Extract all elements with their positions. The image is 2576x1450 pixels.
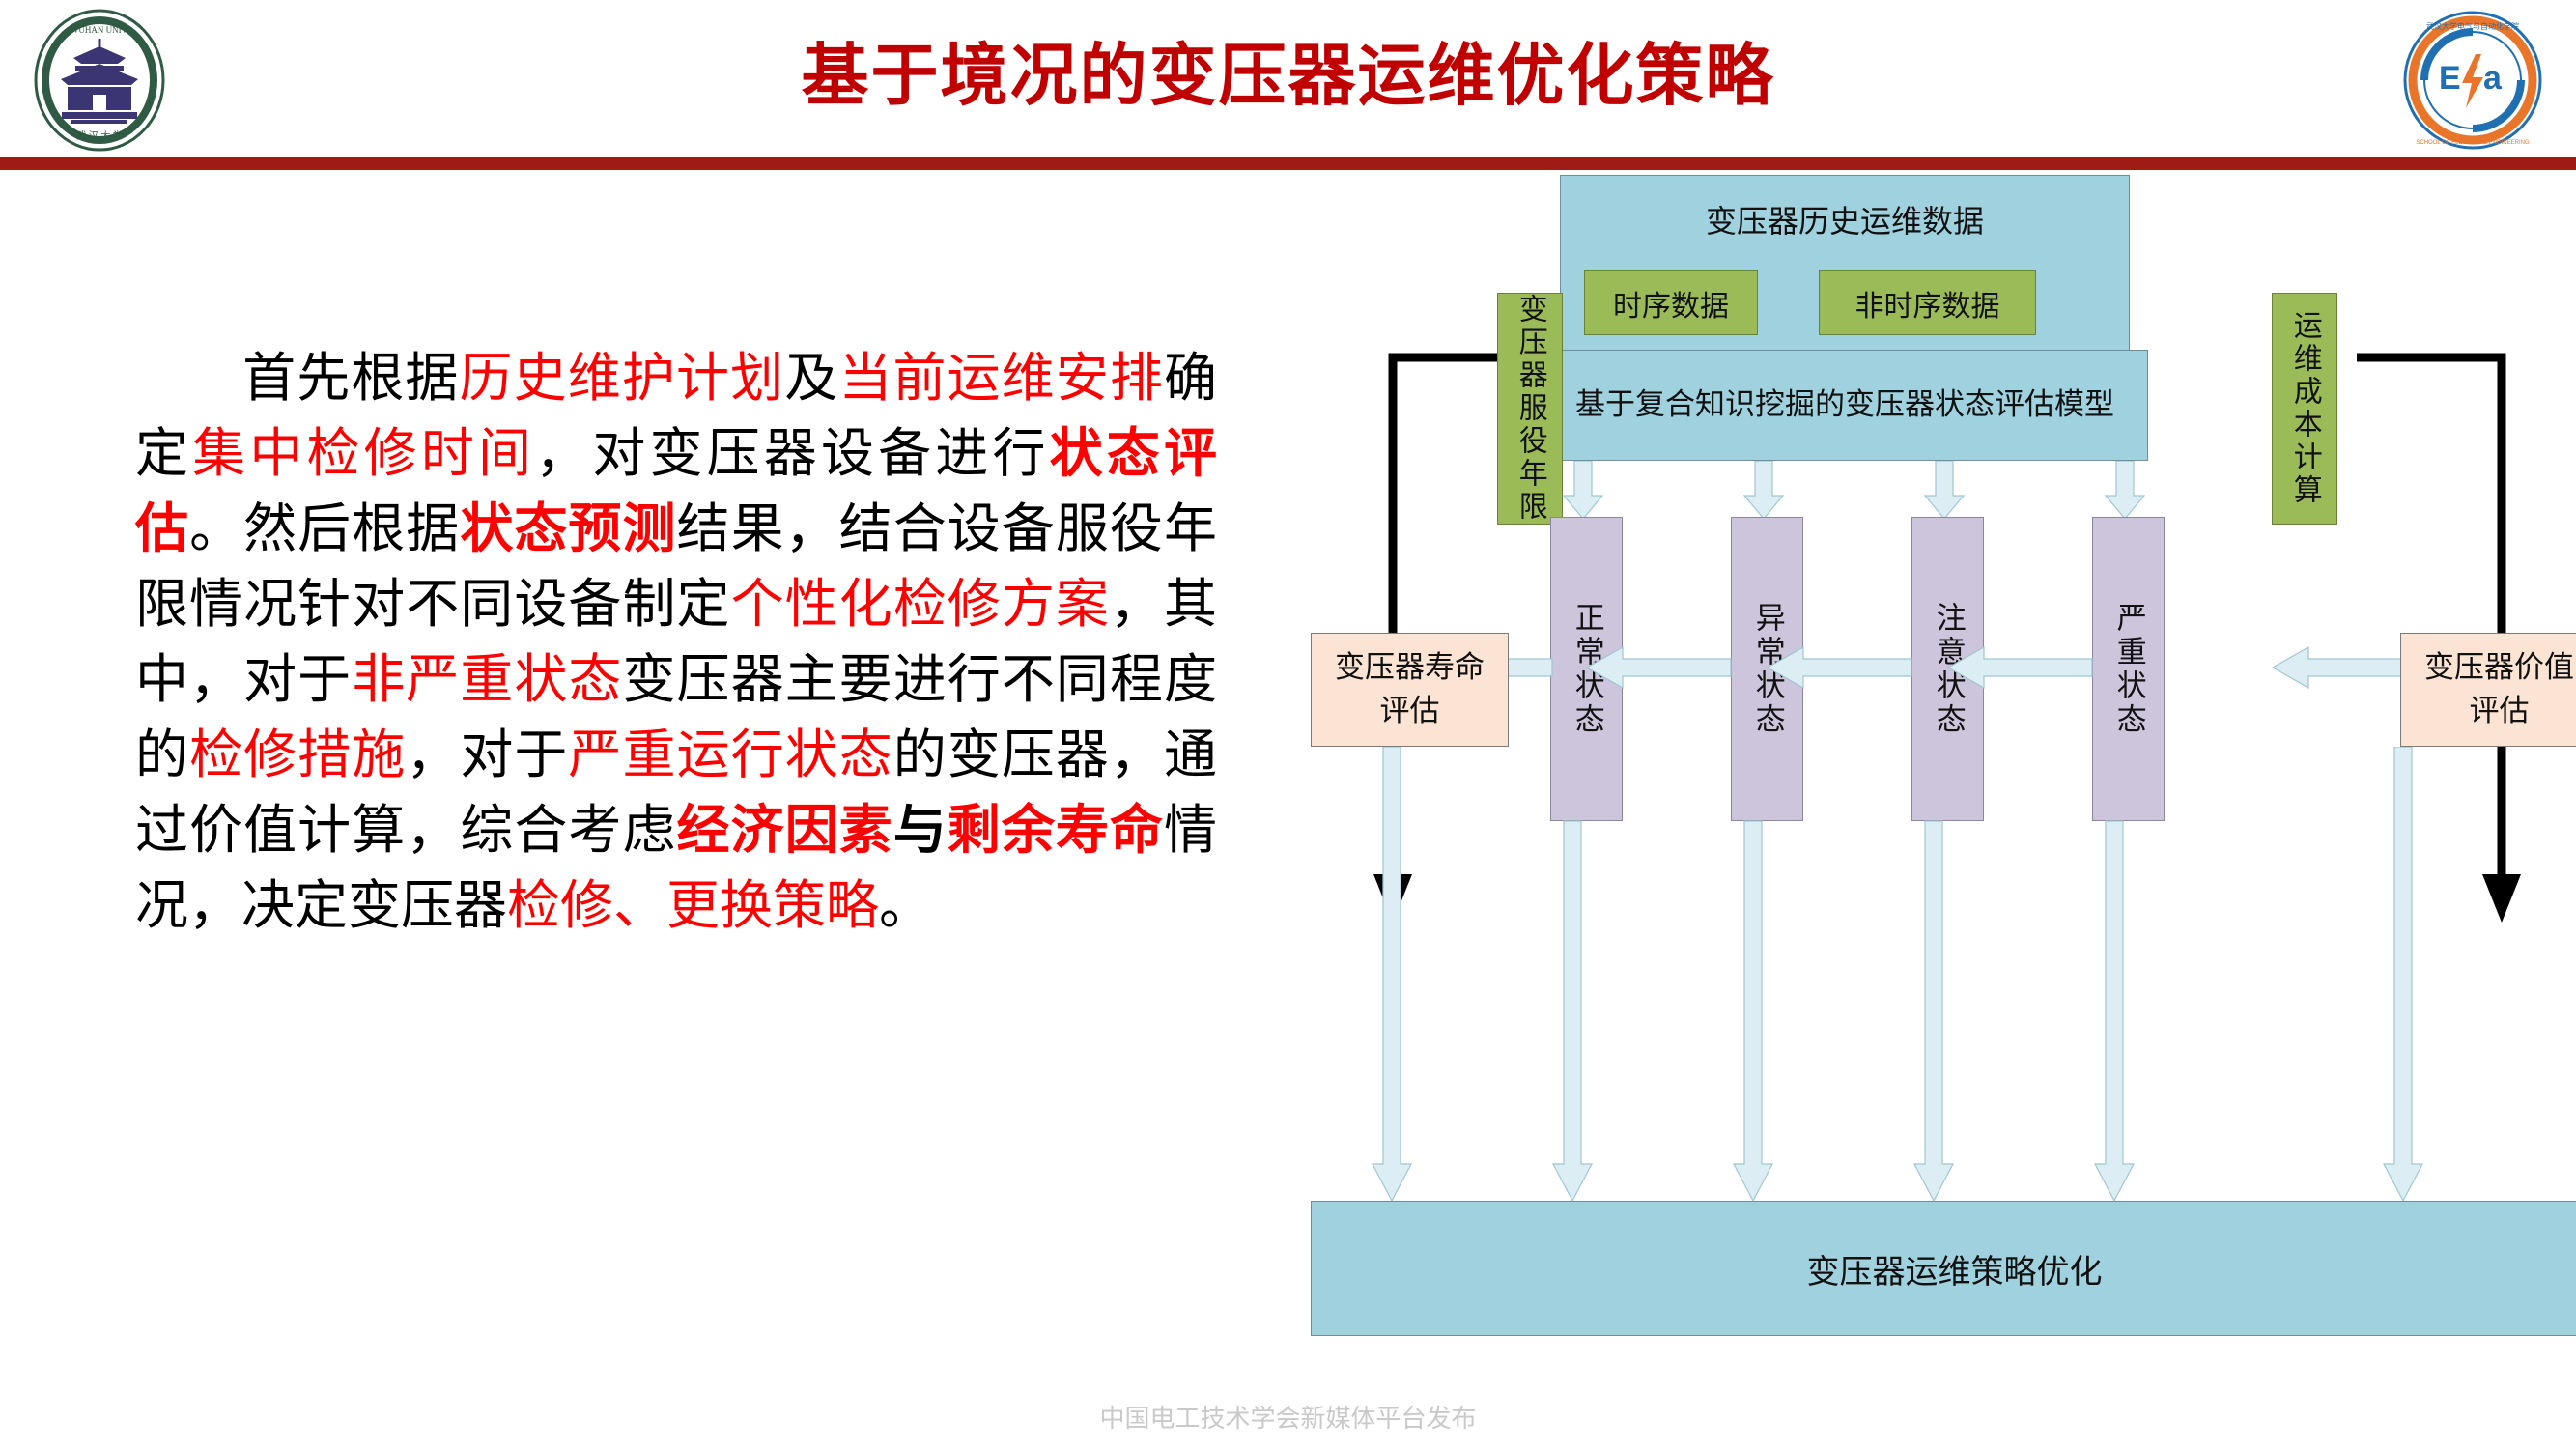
paragraph-run: 确定 bbox=[135, 347, 1217, 484]
paragraph-run: ，对变压器设备进行 bbox=[535, 422, 1050, 484]
paragraph-run: 结果，结合设备服役年限情况针对不同设备制定 bbox=[135, 498, 1217, 635]
paragraph-run: 集中检修时间 bbox=[192, 422, 536, 484]
paragraph-run: 状态评估 bbox=[135, 422, 1217, 559]
state-box-attention: 注意状态 bbox=[1911, 517, 1984, 821]
paragraph-run: 个性化检修方案 bbox=[730, 573, 1110, 635]
service-years-label: 变压器服役年限 bbox=[1513, 294, 1547, 524]
data-child-nontimeseries-box: 非时序数据 bbox=[1819, 270, 2036, 335]
wuhan-university-logo: WUHAN UNIV. 武 汉 大 学 bbox=[17, 8, 182, 153]
paragraph-run: 历史维护计划 bbox=[459, 347, 785, 409]
slide-header: WUHAN UNIV. 武 汉 大 学 E a 武汉大学电气与自动化学院 SCH… bbox=[0, 0, 2576, 157]
data-child-timeseries: 时序数据 bbox=[1584, 270, 1758, 335]
paragraph-run: 非严重状态 bbox=[352, 648, 623, 710]
page-title: 基于境况的变压器运维优化策略 bbox=[801, 36, 1775, 115]
paragraph-run: 。 bbox=[879, 874, 933, 936]
paragraph-run: 当前运维安排 bbox=[838, 347, 1164, 409]
paragraph-run: 经济因素 bbox=[676, 799, 893, 861]
life-assessment-label: 变压器寿命评估 bbox=[1335, 650, 1485, 728]
outcome-box: 变压器运维策略优化 bbox=[1311, 1201, 2576, 1336]
svg-text:武汉大学电气与自动化学院: 武汉大学电气与自动化学院 bbox=[2426, 21, 2519, 31]
data-child-timeseries-label: 时序数据 bbox=[1613, 289, 1729, 324]
svg-text:E: E bbox=[2439, 60, 2461, 97]
paragraph-run: 的变压器，通过价值计算，综合考虑 bbox=[135, 724, 1217, 861]
header-divider bbox=[0, 157, 2576, 170]
om-cost-label: 运维成本计算 bbox=[2287, 310, 2322, 507]
transformer-strategy-flowchart: 变压器历史运维数据 时序数据 非时序数据 基于复合知识挖掘的变压器状态评估模型 … bbox=[1311, 175, 2576, 1357]
paragraph-run: 。然后根据 bbox=[189, 498, 461, 559]
state-label-severe: 严重状态 bbox=[2110, 601, 2146, 737]
model-to-states-arrows bbox=[1562, 461, 2146, 520]
paragraph-run: 严重运行状态 bbox=[568, 724, 893, 785]
state-flow-arrows bbox=[1421, 645, 2411, 690]
paragraph-run: 首先根据 bbox=[241, 347, 460, 409]
paragraph-run: 与 bbox=[892, 799, 948, 861]
service-years-label-box: 变压器服役年限 bbox=[1497, 293, 1563, 525]
paragraph-run: ，其中，对于 bbox=[135, 573, 1217, 710]
value-assessment-box: 变压器价值评估 bbox=[2400, 633, 2576, 747]
om-cost-label-box: 运维成本计算 bbox=[2272, 293, 2337, 525]
paragraph-run: 状态预测 bbox=[460, 498, 677, 559]
value-assessment-label: 变压器价值评估 bbox=[2424, 650, 2574, 728]
data-child-nontimeseries-label: 非时序数据 bbox=[1854, 289, 2000, 324]
outcome-label: 变压器运维策略优化 bbox=[1806, 1252, 2103, 1292]
svg-text:SCHOOL OF ELECTRICAL ENGINEERI: SCHOOL OF ELECTRICAL ENGINEERING bbox=[2416, 140, 2530, 146]
paragraph-run: 变压器主要进行不同程度的 bbox=[135, 648, 1217, 785]
paragraph-run: 检修、更换策略 bbox=[507, 874, 880, 936]
life-assessment-box: 变压器寿命评估 bbox=[1311, 633, 1509, 747]
assessment-model: 基于复合知识挖掘的变压器状态评估模型 bbox=[1542, 350, 2148, 461]
svg-text:WUHAN UNIV.: WUHAN UNIV. bbox=[71, 25, 128, 35]
footer-watermark: 中国电工技术学会新媒体平台发布 bbox=[1099, 1405, 1477, 1434]
assessment-model-label: 基于复合知识挖掘的变压器状态评估模型 bbox=[1575, 387, 2114, 423]
paragraph-run: 剩余寿命 bbox=[947, 799, 1164, 861]
paragraph-run: 情况，决定变压器 bbox=[135, 799, 1217, 936]
svg-text:a: a bbox=[2483, 60, 2503, 97]
data-source-title: 变压器历史运维数据 bbox=[1705, 203, 1984, 240]
school-of-electrical-engineering-logo: E a 武汉大学电气与自动化学院 SCHOOL OF ELECTRICAL EN… bbox=[2400, 8, 2545, 153]
paragraph-run: ，对于 bbox=[406, 724, 569, 785]
body-paragraph: 首先根据历史维护计划及当前运维安排确定集中检修时间，对变压器设备进行状态评估。然… bbox=[135, 340, 1217, 943]
paragraph-run: 检修措施 bbox=[189, 724, 407, 785]
to-outcome-arrows bbox=[1372, 747, 2423, 1203]
svg-text:武 汉 大 学: 武 汉 大 学 bbox=[76, 129, 123, 142]
paragraph-run: 及 bbox=[784, 347, 839, 409]
